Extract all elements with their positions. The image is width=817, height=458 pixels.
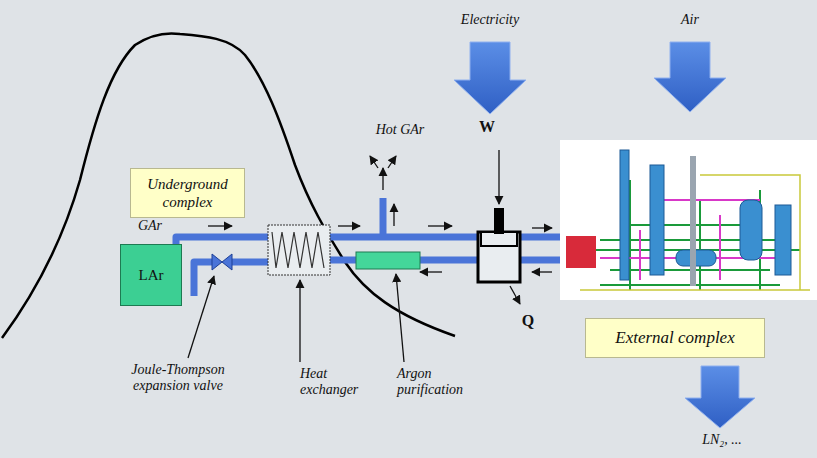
compressor-cylinder [478, 232, 520, 282]
caption-label: Heat exchanger [300, 366, 375, 398]
caption-label: Q [513, 312, 543, 330]
heat-exchanger [268, 225, 330, 275]
air-arrow [654, 42, 726, 112]
node-text: Underground complex [137, 175, 238, 211]
purifier [356, 252, 420, 269]
expansion-valve [212, 254, 232, 270]
mountain-outline [2, 33, 455, 338]
node-text: External complex [615, 328, 734, 348]
region-box: External complex [585, 318, 765, 358]
caption-label: GAr [130, 218, 170, 234]
electricity-arrow [454, 42, 526, 114]
caption-label: Argon purification [397, 366, 477, 398]
heat-exchanger-coil [272, 232, 324, 268]
caption-label: Hot GAr [360, 122, 440, 138]
caption-label: LN₂, ... [687, 432, 757, 448]
plant-picture [560, 140, 817, 300]
caption-label: Air [660, 12, 720, 28]
piston-rod [494, 208, 504, 234]
caption-label: Joule-Thompson expansion valve [116, 362, 241, 394]
piston [481, 232, 517, 246]
output-arrow [685, 366, 755, 428]
caption-label: Electricity [435, 12, 545, 28]
node-text: LAr [139, 266, 164, 284]
tank-box: LAr [120, 244, 182, 306]
region-box: Underground complex [130, 168, 245, 218]
caption-label: W [472, 118, 502, 136]
